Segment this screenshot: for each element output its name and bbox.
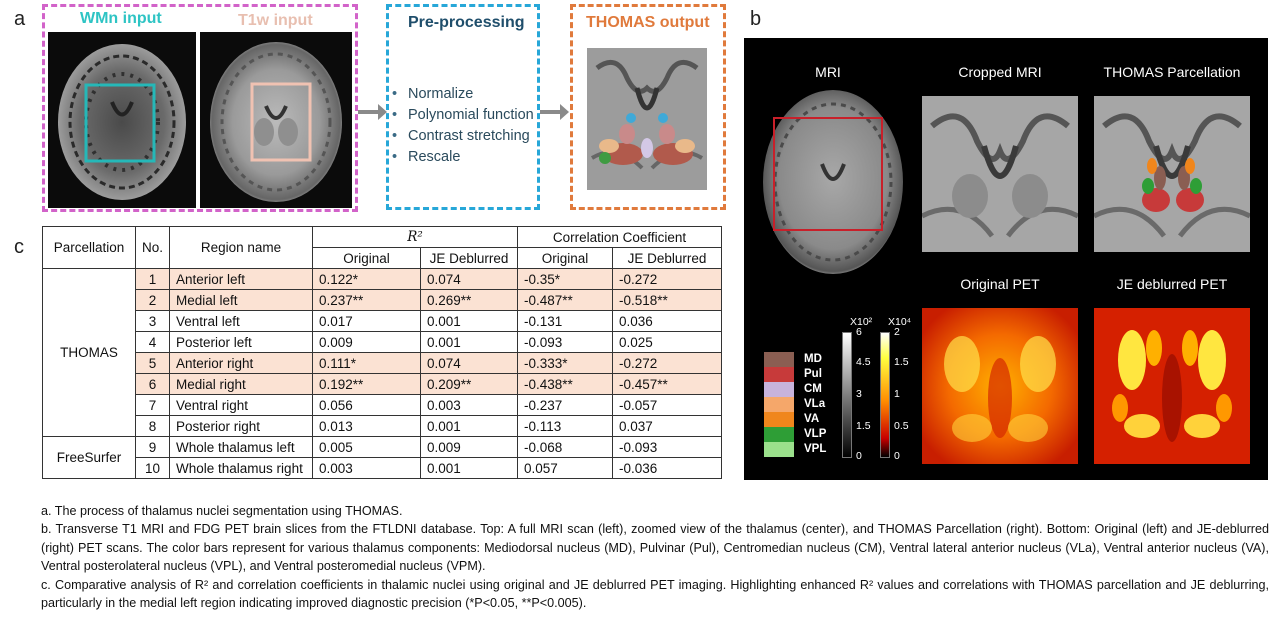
caption-c: c. Comparative analysis of R² and correl… [41, 577, 1269, 611]
table-row: 3 Ventral left 0.017 0.001 -0.131 0.036 [43, 310, 723, 332]
thomas-output-title: THOMAS output [586, 14, 710, 31]
col-no: No. [134, 226, 171, 269]
thomas-parcellation-label: THOMAS Parcellation [1103, 64, 1241, 80]
caption-b: b. Transverse T1 MRI and FDG PET brain s… [41, 522, 1269, 574]
preprocessing-step: Rescale [392, 147, 534, 168]
je-pet-label: JE deblurred PET [1116, 276, 1228, 292]
table-row: 4 Posterior left 0.009 0.001 -0.093 0.02… [43, 331, 723, 353]
caption-a: a. The process of thalamus nuclei segmen… [41, 504, 403, 518]
arrow-icon [358, 104, 387, 120]
panel-letter-c: c [14, 236, 24, 258]
arrow-icon [540, 104, 569, 120]
wmn-input-label: WMn input [80, 10, 162, 27]
colorbar-exponent: X10² [850, 316, 873, 328]
col-parcellation: Parcellation [42, 226, 136, 269]
colorbar-exponent: X10⁴ [888, 316, 912, 328]
table-row: THOMAS 1 Anterior left 0.122* 0.074 -0.3… [42, 268, 723, 437]
thomas-output-image [587, 48, 707, 190]
group-thomas: THOMAS [42, 268, 136, 437]
table-row: 10 Whole thalamus right 0.003 0.001 0.05… [43, 457, 723, 479]
table-subheader-row: Original JE Deblurred Original JE Deblur… [43, 247, 723, 269]
table-row: FreeSurfer 9 Whole thalamus left 0.005 0… [42, 436, 723, 479]
t1w-mri-image [200, 32, 352, 208]
table-row: 5 Anterior right 0.111* 0.074 -0.333* -0… [43, 352, 723, 374]
preprocessing-steps: Normalize Polynomial function Contrast s… [392, 84, 534, 168]
col-r2-original: Original [312, 247, 422, 269]
table-row: 7 Ventral right 0.056 0.003 -0.237 -0.05… [43, 394, 723, 416]
wmn-mri-image [48, 32, 196, 208]
col-correlation: Correlation Coefficient [517, 226, 723, 248]
input-frame [42, 4, 358, 212]
t1w-input-label: T1w input [238, 12, 313, 29]
je-pet-image [1094, 308, 1250, 464]
table-row: 6 Medial right 0.192** 0.209** -0.438** … [43, 373, 723, 395]
full-mri-image [763, 90, 903, 274]
thomas-output-frame [570, 4, 726, 210]
panel-b: MRI Cropped MRI THOMAS Parcellation Orig… [744, 38, 1268, 480]
col-r2: R² [312, 226, 519, 248]
figure-caption: a. The process of thalamus nuclei segmen… [41, 502, 1269, 612]
cropped-mri-image [922, 96, 1078, 252]
original-pet-image [922, 308, 1078, 464]
original-pet-label: Original PET [960, 276, 1040, 292]
preprocessing-title: Pre-processing [408, 14, 525, 31]
results-table: Parcellation No. Region name R² Correlat… [42, 226, 723, 479]
thomas-parcellation-image [1094, 96, 1250, 252]
col-cc-je: JE Deblurred [612, 247, 723, 269]
group-freesurfer: FreeSurfer [42, 436, 136, 479]
col-r2-je: JE Deblurred [420, 247, 519, 269]
panel-letter-a: a [14, 8, 26, 30]
panel-letter-b: b [750, 8, 762, 30]
mri-label: MRI [815, 64, 841, 80]
table-row: 2 Medial left 0.237** 0.269** -0.487** -… [43, 289, 723, 311]
preprocessing-frame [386, 4, 540, 210]
col-cc-original: Original [517, 247, 614, 269]
preprocessing-step: Contrast stretching [392, 126, 534, 147]
preprocessing-step: Normalize [392, 84, 534, 105]
col-region: Region name [169, 226, 314, 269]
table-header-row: Parcellation No. Region name R² Correlat… [42, 226, 723, 269]
cropped-mri-label: Cropped MRI [958, 64, 1042, 80]
table-row: 8 Posterior right 0.013 0.001 -0.113 0.0… [43, 415, 723, 437]
preprocessing-step: Polynomial function [392, 105, 534, 126]
